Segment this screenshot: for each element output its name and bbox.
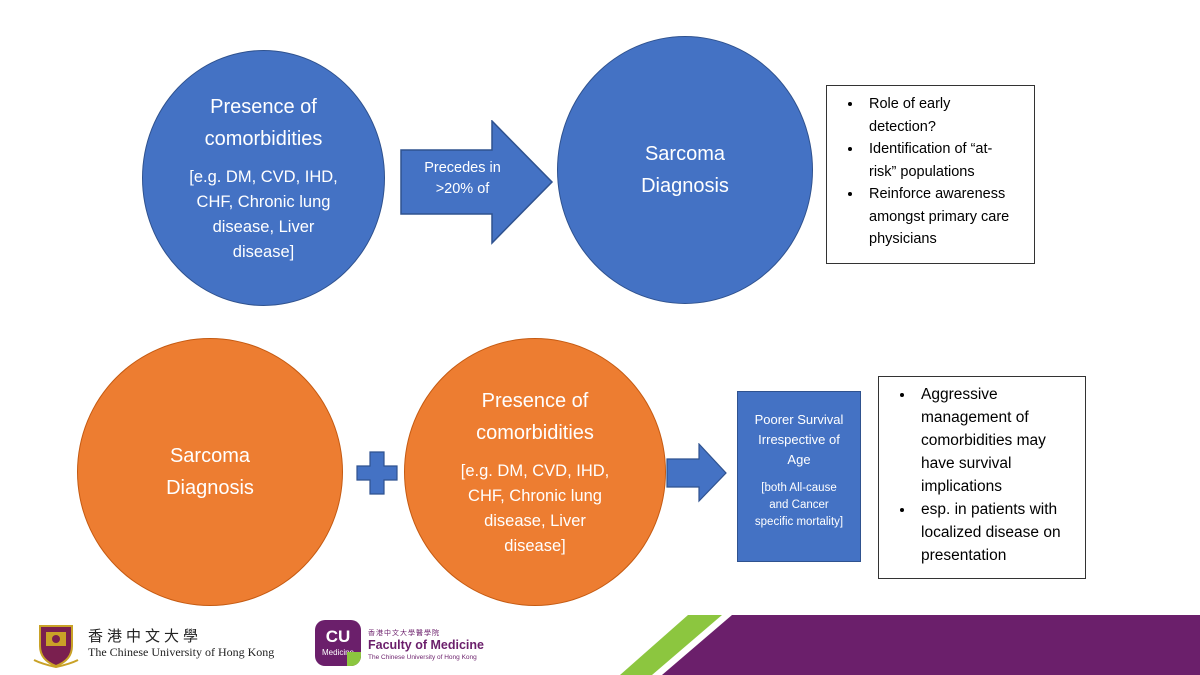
sarcoma-diagnosis-circle-top: Sarcoma Diagnosis: [557, 36, 813, 304]
note-text: comorbidities may: [921, 432, 1046, 449]
circle-title: Presence of comorbidities: [205, 91, 323, 155]
cuhk-english-name: The Chinese University of Hong Kong: [88, 645, 275, 659]
note-text: management of: [921, 409, 1029, 426]
cuhk-crest-icon: [33, 625, 79, 668]
circle-title: Sarcoma Diagnosis: [641, 138, 729, 202]
detail-line: [e.g. DM, CVD, IHD,: [460, 462, 610, 480]
circle-title: Presence of comorbidities: [476, 385, 594, 449]
footer-band: [620, 615, 1200, 675]
title-line-2: Diagnosis: [641, 175, 729, 197]
title-line-1: Sarcoma: [169, 445, 250, 467]
note-text: risk” populations: [869, 163, 975, 180]
detail-line: disease]: [232, 243, 295, 261]
survival-title-line: Age: [787, 452, 811, 467]
leads-to-arrow: [666, 443, 727, 503]
circle-detail: [e.g. DM, CVD, IHD, CHF, Chronic lung di…: [189, 165, 338, 265]
title-line-1: Sarcoma: [644, 143, 725, 165]
sarcoma-diagnosis-circle-bottom: Sarcoma Diagnosis: [77, 338, 343, 606]
comorbidities-circle-top: Presence of comorbidities [e.g. DM, CVD,…: [142, 50, 385, 306]
survival-title-line: Poorer Survival: [754, 412, 844, 427]
survival-detail: [both All-cause and Cancer specific mort…: [738, 480, 860, 531]
note-text: Reinforce awareness: [869, 186, 1006, 202]
note-list: Role of early detection? Identification …: [827, 93, 1034, 251]
note-text: Identification of “at-: [869, 141, 993, 157]
aggressive-management-note-box: Aggressive management of comorbidities m…: [878, 376, 1086, 579]
detail-line: disease, Liver: [484, 512, 586, 530]
circle-detail: [e.g. DM, CVD, IHD, CHF, Chronic lung di…: [461, 459, 610, 559]
badge-text: Medicine: [321, 648, 354, 657]
detail-line: disease]: [504, 537, 566, 555]
note-text: physicians: [869, 231, 937, 247]
survival-detail-line: and Cancer: [769, 499, 829, 511]
comorbidities-circle-bottom: Presence of comorbidities [e.g. DM, CVD,…: [404, 338, 666, 606]
title-line-1: Presence of: [481, 390, 589, 412]
note-text: implications: [921, 478, 1002, 495]
note-text: Role of early: [869, 96, 951, 112]
note-item: Role of early detection?: [863, 93, 1034, 138]
arrow-label-line: Precedes in: [424, 160, 501, 176]
cuhk-chinese-name: 香港中文大學: [88, 629, 203, 645]
precedes-arrow-label: Precedes in >20% of: [410, 158, 515, 200]
title-line-2: Diagnosis: [166, 477, 254, 499]
poorer-survival-box: Poorer Survival Irrespective of Age [bot…: [737, 391, 861, 562]
cu-medicine-badge-icon: CU Medicine: [315, 620, 361, 666]
note-item: Identification of “at- risk” populations: [863, 138, 1034, 183]
note-text: localized disease on: [921, 524, 1061, 541]
note-text: esp. in patients with: [921, 501, 1058, 518]
detail-line: [e.g. DM, CVD, IHD,: [189, 168, 338, 186]
detail-line: disease, Liver: [212, 218, 315, 236]
title-line-2: comorbidities: [476, 422, 594, 444]
faculty-english-subname: The Chinese University of Hong Kong: [368, 654, 477, 661]
badge-accent: [347, 652, 361, 666]
precedes-arrow: [400, 120, 554, 245]
detail-line: CHF, Chronic lung: [468, 487, 602, 505]
note-item: esp. in patients with localized disease …: [915, 498, 1085, 567]
note-text: amongst primary care: [869, 208, 1010, 225]
title-line-2: comorbidities: [204, 128, 323, 150]
arrow-label-line: >20% of: [435, 181, 490, 197]
plus-icon: [356, 451, 398, 495]
note-text: detection?: [869, 118, 936, 135]
circle-title: Sarcoma Diagnosis: [166, 440, 254, 504]
faculty-chinese-name: 香港中文大學醫學院: [368, 630, 440, 637]
note-list: Aggressive management of comorbidities m…: [879, 383, 1085, 567]
survival-detail-line: specific mortality]: [754, 516, 844, 528]
survival-title: Poorer Survival Irrespective of Age: [738, 410, 860, 470]
survival-title-line: Irrespective of: [758, 432, 840, 447]
faculty-english-name: Faculty of Medicine: [368, 638, 484, 652]
early-detection-note-box: Role of early detection? Identification …: [826, 85, 1035, 264]
note-text: Aggressive: [921, 386, 998, 403]
detail-line: CHF, Chronic lung: [196, 193, 331, 211]
note-item: Aggressive management of comorbidities m…: [915, 383, 1085, 498]
note-text: presentation: [921, 547, 1007, 564]
title-line-1: Presence of: [210, 96, 317, 118]
survival-detail-line: [both All-cause: [761, 482, 837, 494]
note-item: Reinforce awareness amongst primary care…: [863, 183, 1034, 251]
note-text: have survival: [921, 455, 1012, 472]
badge-text: CU: [325, 627, 351, 646]
